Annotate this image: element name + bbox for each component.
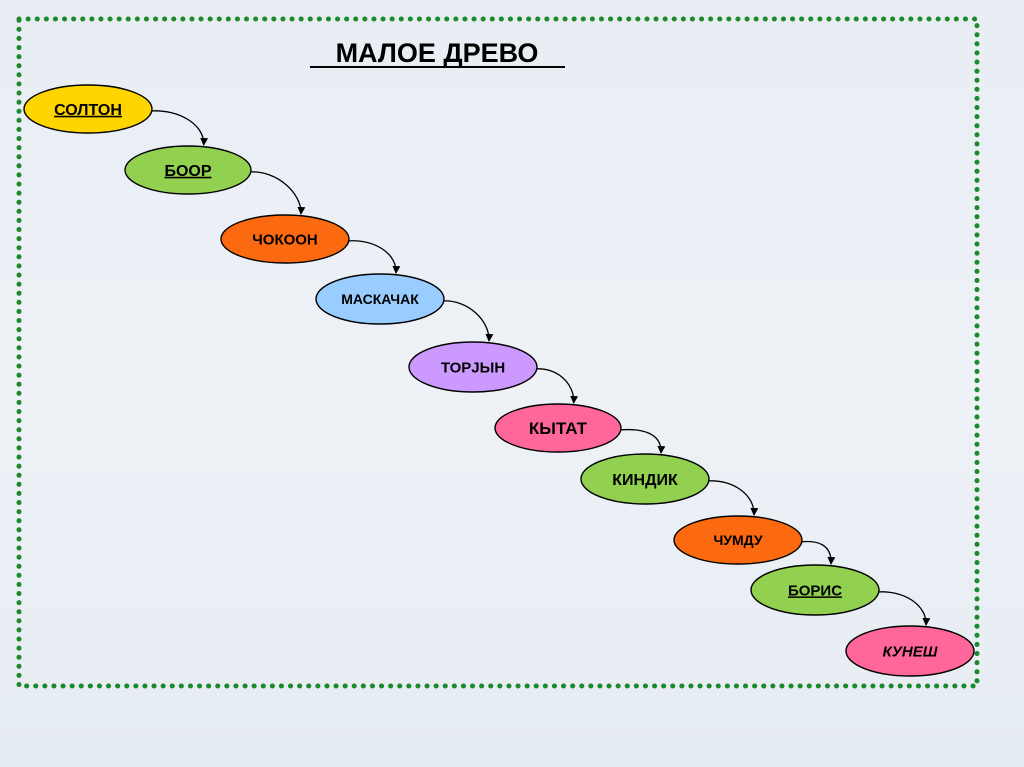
node-ellipse [124, 145, 252, 195]
node-kunesh: КУНЕШ [845, 625, 975, 677]
page-title: МАЛОЕ ДРЕВО [310, 38, 565, 68]
node-torjyn: ТОРЈЫН [408, 341, 538, 393]
arrow-boor-to-chokoon [248, 171, 306, 215]
node-chumdu: ЧУМДУ [673, 515, 803, 565]
node-label: КУНЕШ [883, 643, 938, 660]
arrow-kytat-to-kindik [618, 428, 666, 454]
node-label: СОЛТОН [54, 102, 122, 119]
node-maskachak: МАСКАЧАК [315, 273, 445, 325]
nodes-layer: СОЛТОН БООР ЧОКООН МАСКАЧАК ТОРЈЫН КЫТАТ КИНДИ… [23, 84, 975, 677]
arrow-kindik-to-chumdu [706, 480, 759, 516]
page-title-text: МАЛОЕ ДРЕВО [336, 38, 539, 68]
arrow-torjyn-to-kytat [534, 368, 579, 404]
arrows-layer [149, 110, 931, 626]
arrow-boris-to-kunesh [876, 591, 931, 626]
node-ellipse [408, 341, 538, 393]
node-label: МАСКАЧАК [341, 291, 419, 307]
node-ellipse [220, 214, 350, 264]
node-label: ЧОКООН [252, 231, 318, 248]
node-label: КЫТАТ [529, 419, 588, 438]
node-label: БООР [164, 163, 211, 180]
node-kytat: КЫТАТ [494, 403, 622, 453]
arrow-chumdu-to-boris [799, 540, 836, 565]
node-kindik: КИНДИК [580, 453, 710, 505]
node-ellipse [845, 625, 975, 677]
node-ellipse [673, 515, 803, 565]
arrow-solton-to-boor [149, 110, 209, 146]
dotted-border [16, 16, 980, 689]
node-label: КИНДИК [612, 472, 678, 489]
node-ellipse [580, 453, 710, 505]
node-label: БОРИС [788, 582, 842, 599]
node-ellipse [23, 84, 153, 134]
node-chokoon: ЧОКООН [220, 214, 350, 264]
node-ellipse [494, 403, 622, 453]
node-label: ЧУМДУ [713, 532, 762, 548]
arrow-maskachak-to-torjyn [441, 300, 494, 342]
node-boris: БОРИС [750, 564, 880, 616]
arrow-chokoon-to-maskachak [346, 240, 401, 274]
node-ellipse [315, 273, 445, 325]
node-label: ТОРЈЫН [441, 359, 505, 376]
node-ellipse [750, 564, 880, 616]
node-solton: СОЛТОН [23, 84, 153, 134]
node-boor: БООР [124, 145, 252, 195]
